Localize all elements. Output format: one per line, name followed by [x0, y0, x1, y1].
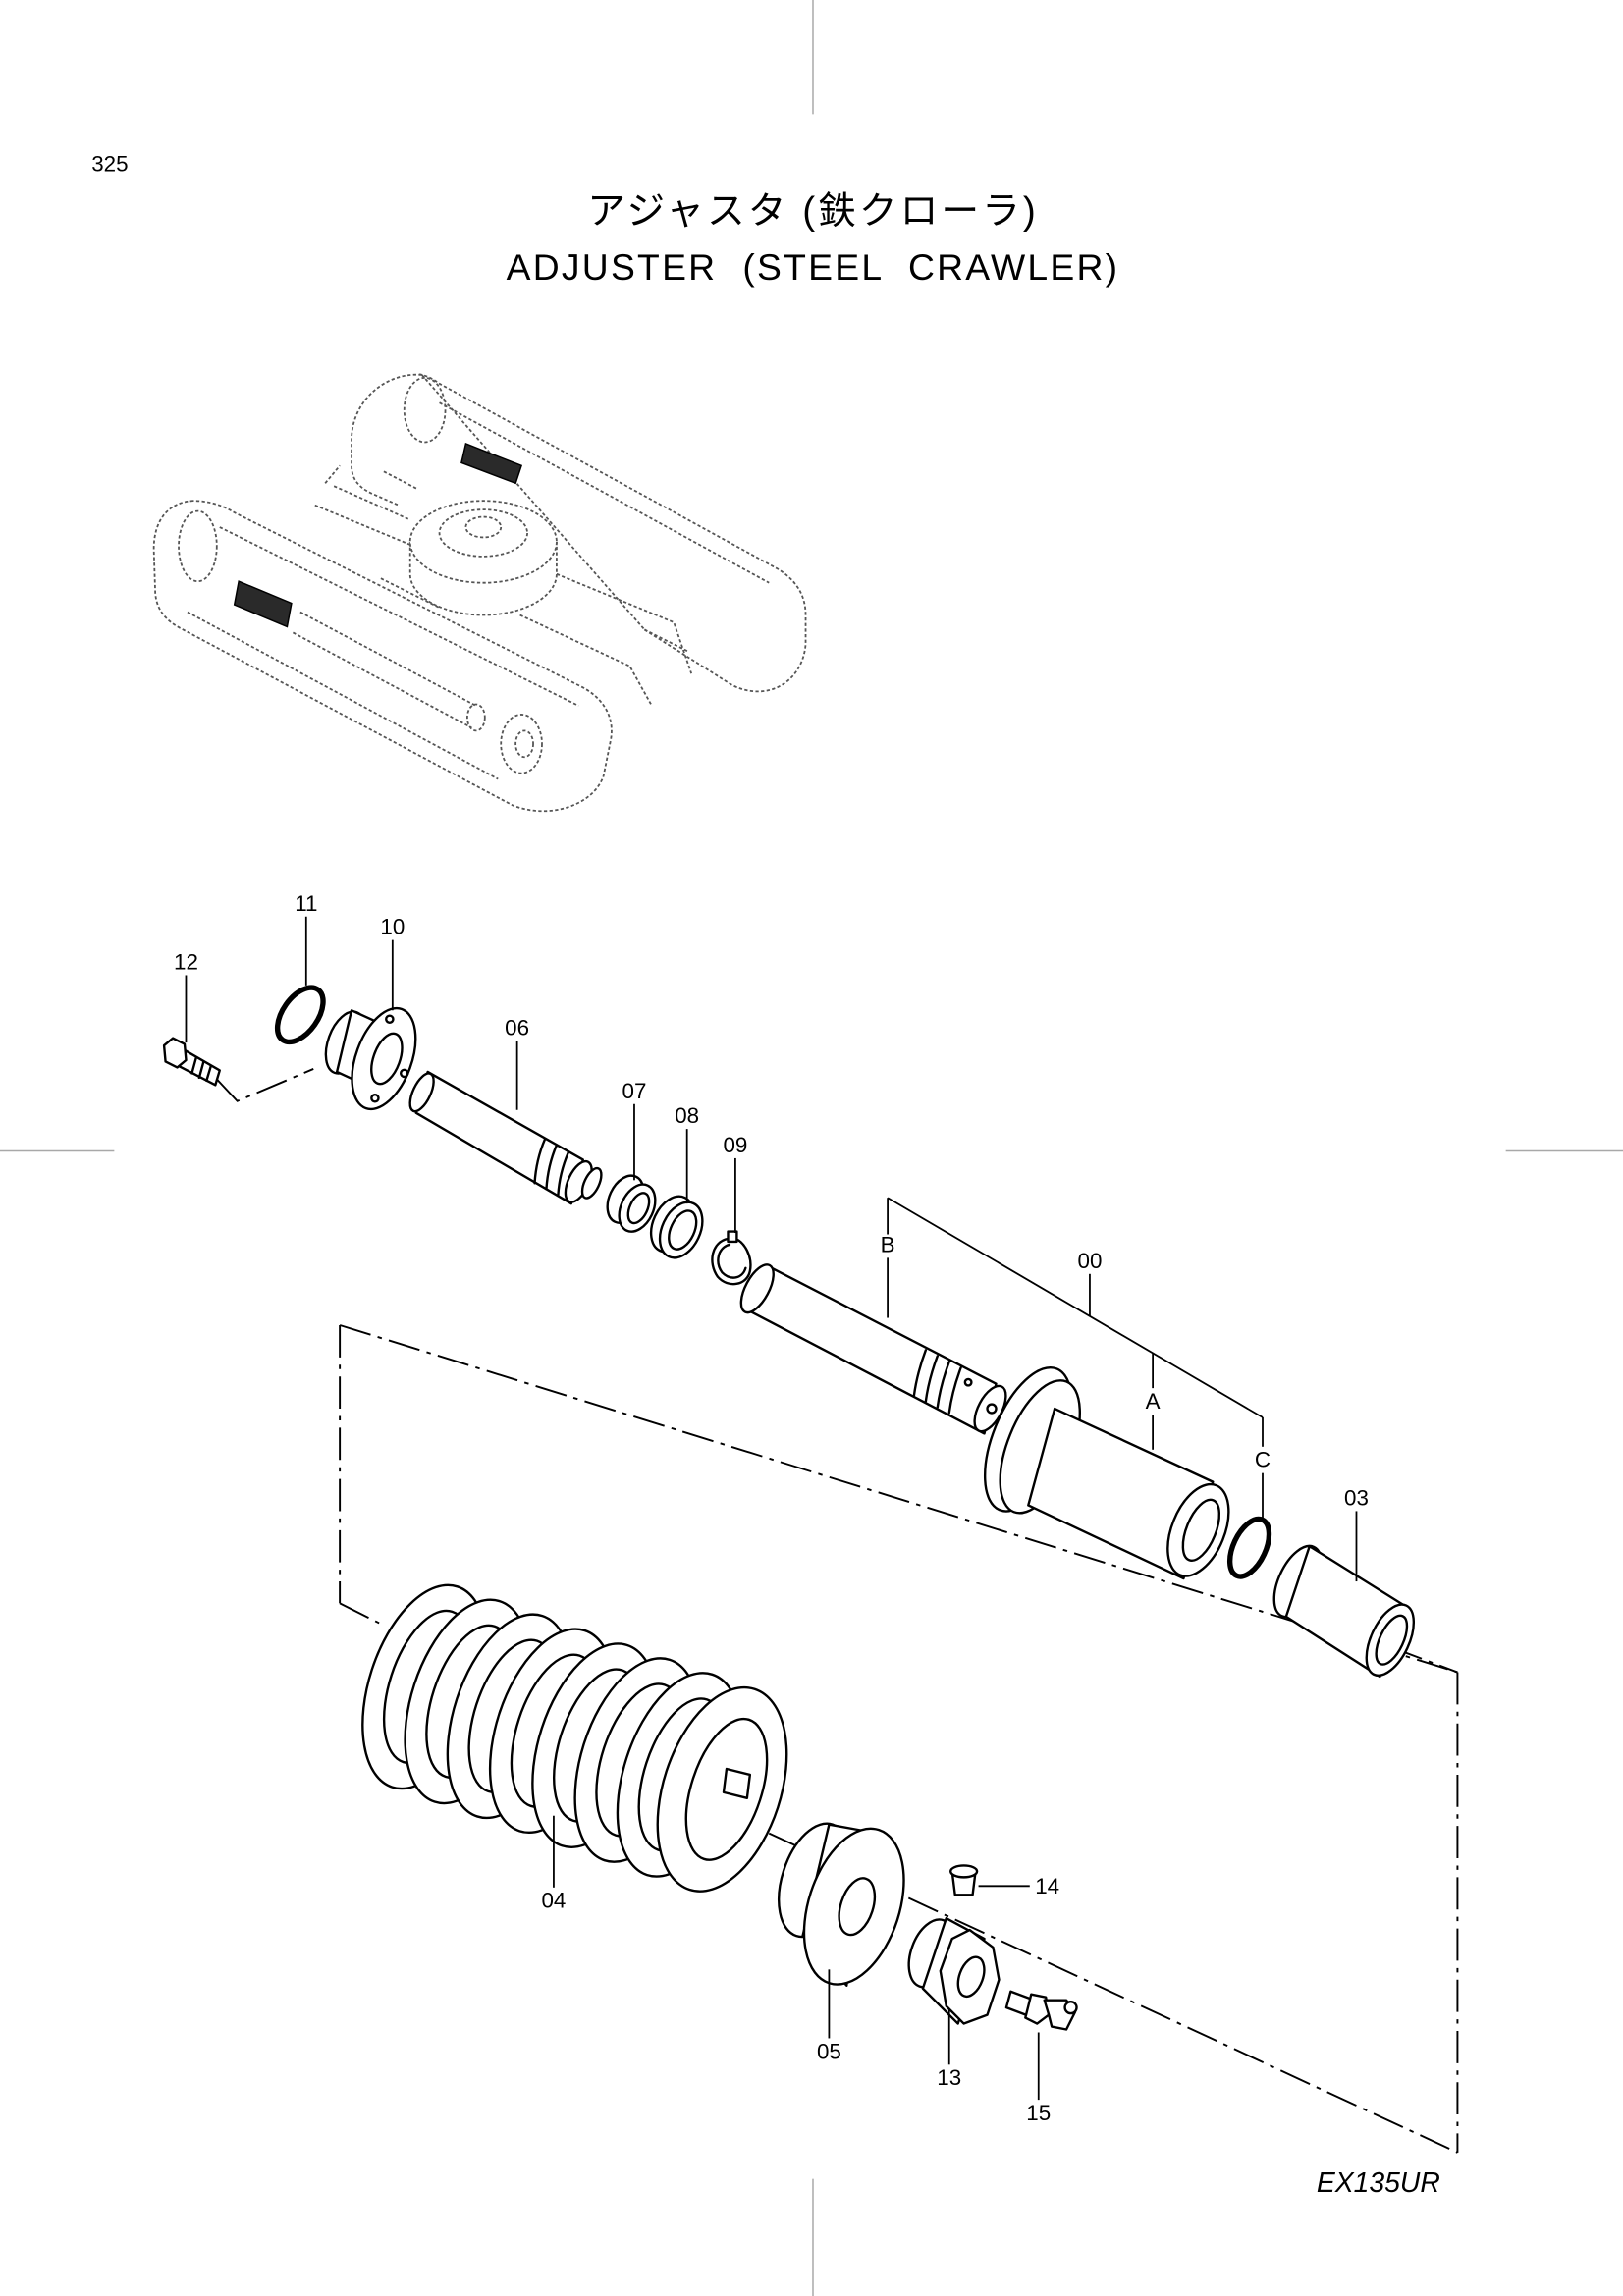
rod-grooves	[912, 1349, 962, 1415]
model-designation: EX135UR	[1317, 2167, 1440, 2199]
callout-14: 14	[1035, 1874, 1059, 1898]
flange-hole-side	[399, 1068, 409, 1079]
part-03-bushing	[1272, 1544, 1416, 1679]
leader-lines	[185, 916, 1358, 2101]
callout-06: 06	[505, 1016, 529, 1041]
part-06-pin	[408, 1070, 603, 1205]
left-adjuster-highlight	[233, 580, 293, 628]
frame-line-top	[339, 1324, 1458, 1674]
callout-10: 10	[380, 915, 405, 939]
right-track-inner-line	[383, 401, 770, 584]
fitting-nipple	[1063, 2000, 1078, 2015]
callout-labels: 12 11 10 06 07 08 09 B 00 A C 03 04 05 1…	[174, 891, 1369, 2125]
flange-hole-top	[385, 1014, 395, 1025]
flange-hole-bottom	[370, 1094, 380, 1103]
seat-bore	[838, 1877, 877, 1937]
snap-ring-tab	[727, 1230, 738, 1244]
frame-line-left-return	[339, 1602, 385, 1627]
swing-bearing-top	[408, 500, 558, 584]
part-10-flange-bushing	[324, 1006, 417, 1111]
swing-bearing-side	[408, 541, 558, 616]
snap-ring	[711, 1237, 752, 1286]
rod-body	[750, 1263, 998, 1435]
callout-04: 04	[541, 1889, 566, 1913]
bolt-thread	[190, 1055, 213, 1083]
part-c-o-ring	[1226, 1516, 1272, 1579]
left-track-inner-line	[187, 526, 579, 780]
nut-bore	[956, 1955, 986, 1999]
undercarriage-overview-illustration	[152, 373, 807, 813]
center-frame	[314, 464, 693, 707]
callout-07: 07	[622, 1079, 647, 1103]
left-idler-wheel	[178, 509, 218, 583]
part-12-bolt	[162, 1037, 221, 1087]
callout-c: C	[1255, 1448, 1271, 1472]
right-adjuster-spring	[460, 442, 523, 485]
assembly-00-bracket	[887, 1197, 1264, 1447]
callout-12: 12	[174, 950, 198, 975]
sprocket	[500, 714, 543, 774]
bushing-bore	[370, 1032, 404, 1086]
cylinder-bore	[1181, 1498, 1221, 1562]
part-04-spring	[361, 1583, 788, 1893]
spring-end-coil	[656, 1685, 788, 1893]
left-recoil-cylinder	[292, 611, 477, 729]
right-track-frame	[351, 373, 807, 693]
callout-09: 09	[723, 1133, 747, 1157]
swing-bearing	[408, 500, 558, 616]
callout-a: A	[1146, 1389, 1161, 1414]
pin-body	[414, 1070, 584, 1205]
ring-07-bore	[626, 1192, 651, 1225]
bushing-03-bore	[1375, 1614, 1409, 1666]
callout-b: B	[881, 1232, 895, 1256]
ring-08-bore	[668, 1209, 698, 1251]
callout-03: 03	[1344, 1485, 1369, 1510]
part-b-rod	[739, 1263, 1007, 1435]
rod-flange	[739, 1263, 775, 1314]
callout-11: 11	[295, 891, 317, 916]
page-number: 325	[91, 152, 128, 177]
callout-13: 13	[937, 2065, 961, 2090]
assembly-centerlines	[216, 1068, 1459, 2154]
snap-ring-inner	[717, 1243, 747, 1279]
bolt-hex-head	[162, 1037, 188, 1069]
bolt-centerline	[216, 1068, 314, 1102]
callout-08: 08	[675, 1103, 699, 1128]
sprocket-hub	[514, 729, 534, 759]
swing-bearing-hub	[464, 515, 503, 539]
rod-side-hole	[963, 1377, 973, 1387]
callout-15: 15	[1026, 2101, 1051, 2125]
left-recoil-cylinder-end	[466, 703, 486, 732]
left-track-frame	[152, 500, 613, 813]
page-title-japanese: アジャスタ (鉄クローラ)	[587, 190, 1039, 233]
cylinder-body	[1027, 1407, 1215, 1580]
part-07-ring	[606, 1174, 657, 1233]
page-title-english: ADJUSTER (STEEL CRAWLER)	[507, 246, 1120, 288]
part-08-ring	[649, 1195, 704, 1259]
rod-end-hole	[986, 1403, 998, 1415]
right-idler-wheel	[403, 376, 447, 444]
bracket-main	[887, 1197, 1264, 1418]
pin-tip	[580, 1166, 603, 1200]
part-a-cylinder	[983, 1365, 1230, 1580]
part-15-grease-fitting	[1004, 1990, 1078, 2031]
part-14-plug	[949, 1864, 979, 1896]
part-09-snap-ring	[711, 1230, 752, 1286]
callout-05: 05	[817, 2039, 841, 2063]
callout-00: 00	[1078, 1249, 1103, 1273]
part-13-cap-nut	[907, 1916, 1001, 2025]
coil-end-tip	[722, 1767, 752, 1800]
pin-grooves	[533, 1138, 570, 1197]
part-11-o-ring	[274, 985, 326, 1045]
pin-left-end	[408, 1072, 435, 1113]
fitting-hex	[1024, 1993, 1051, 2025]
part-05-spring-seat	[778, 1822, 905, 1987]
plug-top	[949, 1864, 979, 1879]
